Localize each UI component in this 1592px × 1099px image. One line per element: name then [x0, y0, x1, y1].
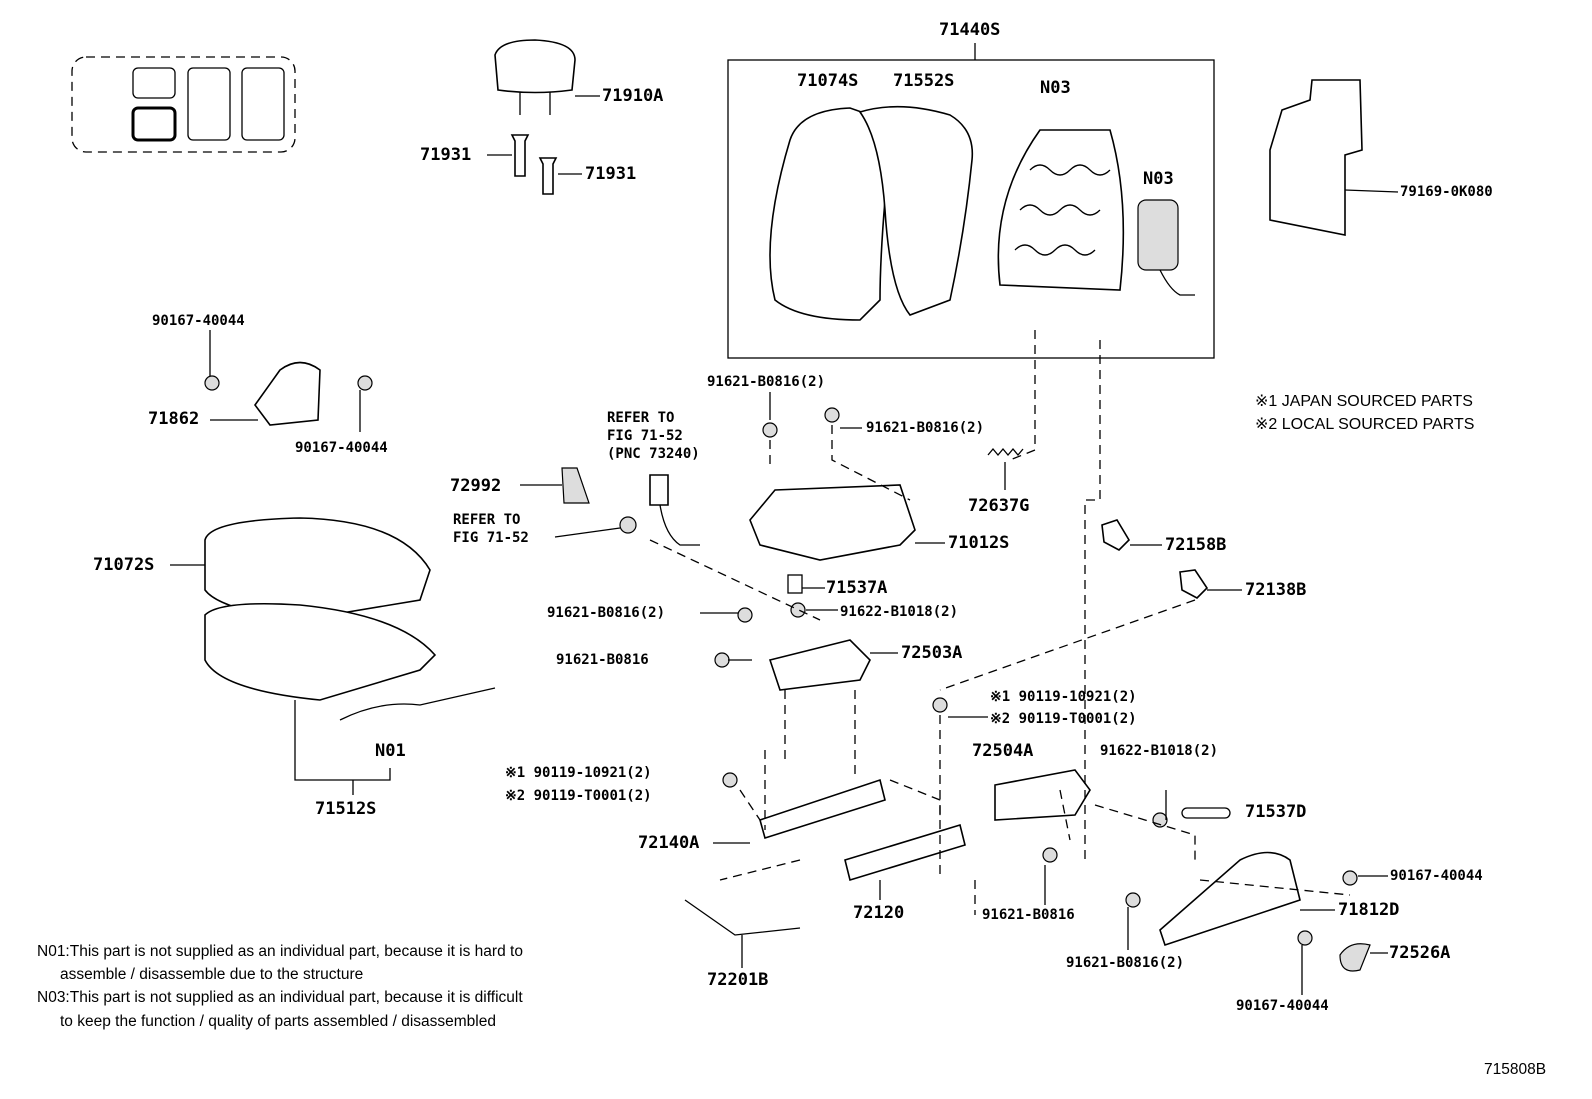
label-90167-40044-c: 90167-40044 — [1390, 868, 1483, 884]
label-71812D: 71812D — [1338, 900, 1400, 920]
label-91621-B0816-d: 91621-B0816 — [556, 652, 649, 668]
label-72504A: 72504A — [972, 741, 1034, 761]
label-91621-B0816-e: 91621-B0816 — [982, 907, 1075, 923]
headrest-support-71931 — [510, 134, 530, 177]
assembly-dashed-lines — [649, 330, 1351, 915]
seat-track-72140A — [759, 778, 886, 840]
cushion-frame-71012S — [749, 484, 916, 561]
label-91621-B0816-c: 91621-B0816(2) — [547, 605, 666, 621]
spring-72637G — [987, 447, 1024, 457]
headrest-support-71931b — [538, 157, 558, 195]
label-71440S: 71440S — [939, 20, 1001, 40]
label-71931: 71931 — [420, 145, 472, 165]
label-71552S: 71552S — [893, 71, 955, 91]
seat-belt-buckle — [649, 474, 669, 506]
label-91621-B0816-f: 91621-B0816(2) — [1066, 955, 1185, 971]
wire-72201B — [684, 899, 801, 936]
label-90119-10921-b: ※1 90119-10921(2) — [505, 765, 652, 781]
note-N01-cont: assemble / disassemble due to the struct… — [60, 966, 364, 983]
side-airbag-N03 — [1137, 199, 1179, 271]
pad-71537A — [787, 574, 803, 594]
label-91621-B0816-b: 91621-B0816(2) — [866, 420, 985, 436]
label-72120: 72120 — [853, 903, 905, 923]
hinge-cover-71862 — [254, 361, 321, 426]
note-N01: N01:This part is not supplied as an indi… — [37, 943, 523, 960]
label-71862: 71862 — [148, 409, 200, 429]
adjuster-72504A — [994, 769, 1091, 821]
label-90167-40044-b: 90167-40044 — [295, 440, 388, 456]
label-72158B: 72158B — [1165, 535, 1227, 555]
label-79169-0K080: 79169-0K080 — [1400, 184, 1493, 200]
label-71072S: 71072S — [93, 555, 155, 575]
cover-72158B — [1101, 519, 1131, 551]
label-71512S: 71512S — [315, 799, 377, 819]
adjuster-72503A — [768, 639, 871, 691]
refer-fig-label: FIG 71-52 — [607, 428, 683, 444]
label-71074S: 71074S — [797, 71, 859, 91]
label-72503A: 72503A — [901, 643, 963, 663]
legend-local-sourced: ※2 LOCAL SOURCED PARTS — [1255, 416, 1475, 433]
label-90167-40044-d: 90167-40044 — [1236, 998, 1329, 1014]
headrest-71910A — [494, 39, 576, 94]
cover-72992 — [561, 467, 590, 504]
legend-japan-sourced: ※1 JAPAN SOURCED PARTS — [1255, 393, 1473, 410]
label-71537A: 71537A — [826, 578, 888, 598]
figure-id: 715808B — [1484, 1061, 1547, 1078]
label-71910A: 71910A — [602, 86, 664, 106]
seatback-cover-71074S — [769, 107, 887, 321]
label-N01: N01 — [375, 741, 406, 761]
pad-71537D — [1181, 807, 1231, 819]
recliner-cover-71812D — [1159, 851, 1301, 947]
knob-72526A — [1339, 943, 1371, 972]
seat-locator-inset — [71, 56, 296, 153]
seatback-pad-71552S — [858, 105, 974, 316]
cover-72138B — [1179, 569, 1209, 599]
label-72140A: 72140A — [638, 833, 700, 853]
label-N03: N03 — [1040, 78, 1071, 98]
refer-pnc-label: (PNC 73240) — [607, 446, 700, 462]
label-72138B: 72138B — [1245, 580, 1307, 600]
seatback-board-79169 — [1269, 79, 1363, 236]
label-N03-airbag: N03 — [1143, 169, 1174, 189]
label-90119-T0001: ※2 90119-T0001(2) — [990, 711, 1137, 727]
label-71931-b: 71931 — [585, 164, 637, 184]
label-90119-10921: ※1 90119-10921(2) — [990, 689, 1137, 705]
note-N03: N03:This part is not supplied as an indi… — [37, 989, 523, 1006]
label-72526A: 72526A — [1389, 943, 1451, 963]
label-90119-T0001-b: ※2 90119-T0001(2) — [505, 788, 652, 804]
seatback-assembly-frame — [727, 59, 1215, 359]
label-91622-B1018-b: 91622-B1018(2) — [1100, 743, 1219, 759]
label-90167-40044: 90167-40044 — [152, 313, 245, 329]
bolts — [714, 407, 1358, 946]
label-91621-B0816: 91621-B0816(2) — [707, 374, 826, 390]
label-71537D: 71537D — [1245, 802, 1307, 822]
label-91622-B1018: 91622-B1018(2) — [840, 604, 959, 620]
label-71012S: 71012S — [948, 533, 1010, 553]
seat-track-72120 — [844, 823, 966, 882]
seat-cushion-pad — [204, 603, 437, 701]
refer-to-label: REFER TO — [607, 410, 675, 426]
refer-fig-label-2: FIG 71-52 — [453, 530, 529, 546]
refer-to-label-2: REFER TO — [453, 512, 521, 528]
label-72637G: 72637G — [968, 496, 1030, 516]
note-N03-cont: to keep the function / quality of parts … — [60, 1013, 496, 1030]
label-72201B: 72201B — [707, 970, 769, 990]
label-72992: 72992 — [450, 476, 502, 496]
